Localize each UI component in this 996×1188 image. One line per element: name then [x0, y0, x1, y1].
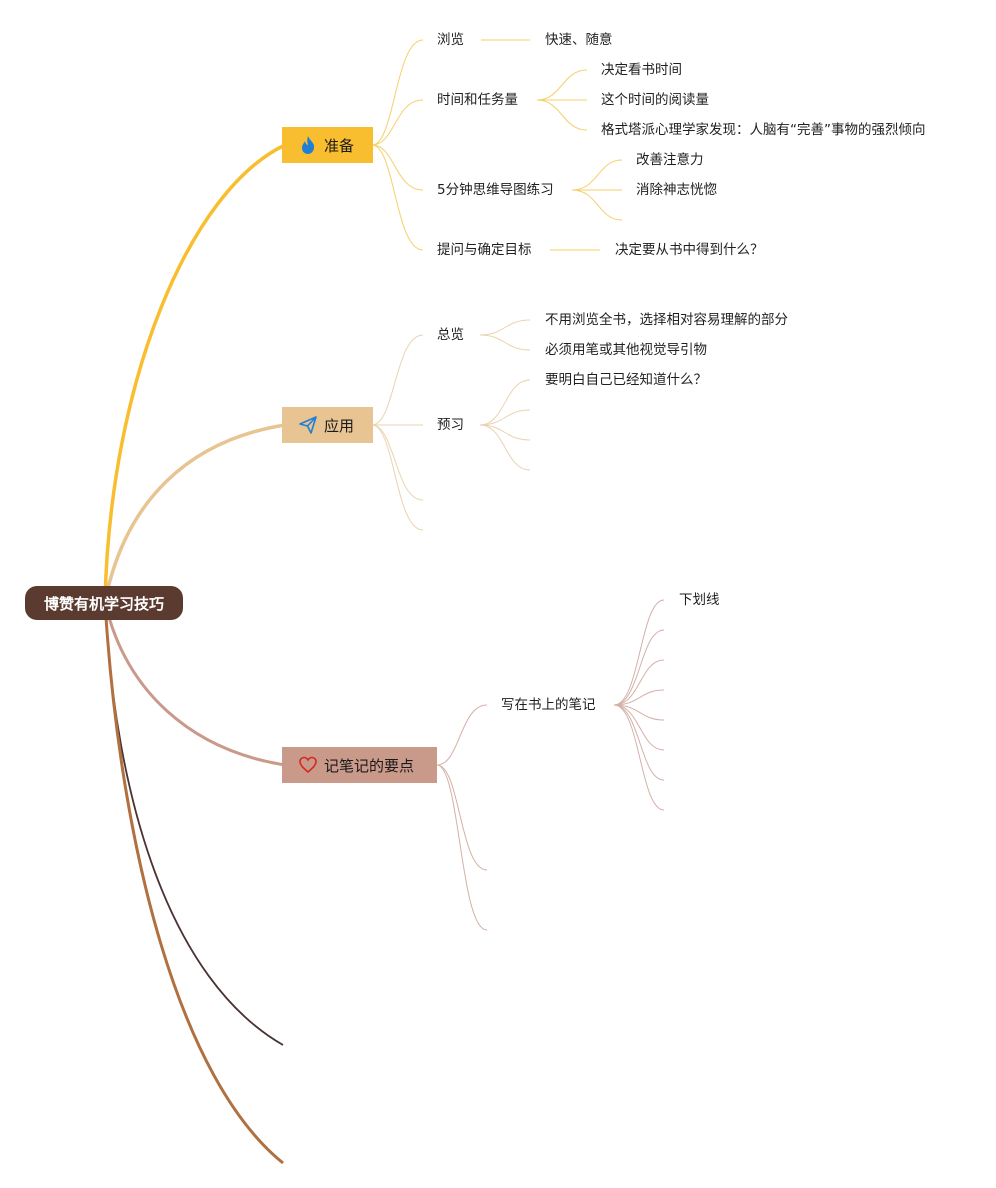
branch-label: 记笔记的要点: [324, 756, 415, 775]
topic-browse[interactable]: 浏览: [437, 32, 464, 48]
heart-icon: [298, 755, 318, 775]
root-link-hidden-2: [103, 601, 284, 1165]
root-node[interactable]: 博赞有机学习技巧: [25, 586, 183, 620]
root-node-label: 博赞有机学习技巧: [43, 594, 164, 613]
branch-apply[interactable]: 应用: [282, 407, 373, 443]
topic-known[interactable]: 要明白自己已经知道什么？: [545, 372, 707, 388]
topic-reading-time[interactable]: 决定看书时间: [601, 62, 682, 78]
topic-book-notes[interactable]: 写在书上的笔记: [501, 697, 596, 713]
topic-book-goal[interactable]: 决定要从书中得到什么？: [615, 242, 764, 258]
topic-attention[interactable]: 改善注意力: [636, 152, 704, 168]
paper-plane-icon: [298, 415, 318, 435]
branch-notes[interactable]: 记笔记的要点: [282, 747, 437, 783]
topic-visual-guide[interactable]: 必须用笔或其他视觉导引物: [545, 342, 707, 358]
topic-browse-detail[interactable]: 快速、随意: [545, 32, 613, 48]
topic-reading-amount[interactable]: 这个时间的阅读量: [601, 92, 709, 108]
root-link-prepare: [103, 143, 286, 603]
topic-gestalt[interactable]: 格式塔派心理学家发现：人脑有“完善”事物的强烈倾向: [601, 122, 926, 138]
branch-label: 准备: [324, 136, 355, 155]
topic-absent-mind[interactable]: 消除神志恍惚: [636, 182, 717, 198]
topic-easy-parts[interactable]: 不用浏览全书，选择相对容易理解的部分: [545, 312, 788, 328]
topic-mindmap-practice[interactable]: 5分钟思维导图练习: [437, 182, 554, 198]
branch-prepare[interactable]: 准备: [282, 127, 373, 163]
topic-underline[interactable]: 下划线: [679, 592, 720, 608]
topic-time-workload[interactable]: 时间和任务量: [437, 92, 518, 108]
topic-overview[interactable]: 总览: [437, 327, 464, 343]
root-link-notes: [103, 601, 286, 767]
branch-label: 应用: [324, 416, 355, 435]
topic-preview[interactable]: 预习: [437, 417, 464, 433]
topic-question-goal[interactable]: 提问与确定目标: [437, 242, 532, 258]
fire-icon: [298, 135, 318, 155]
root-link-apply: [103, 423, 286, 603]
